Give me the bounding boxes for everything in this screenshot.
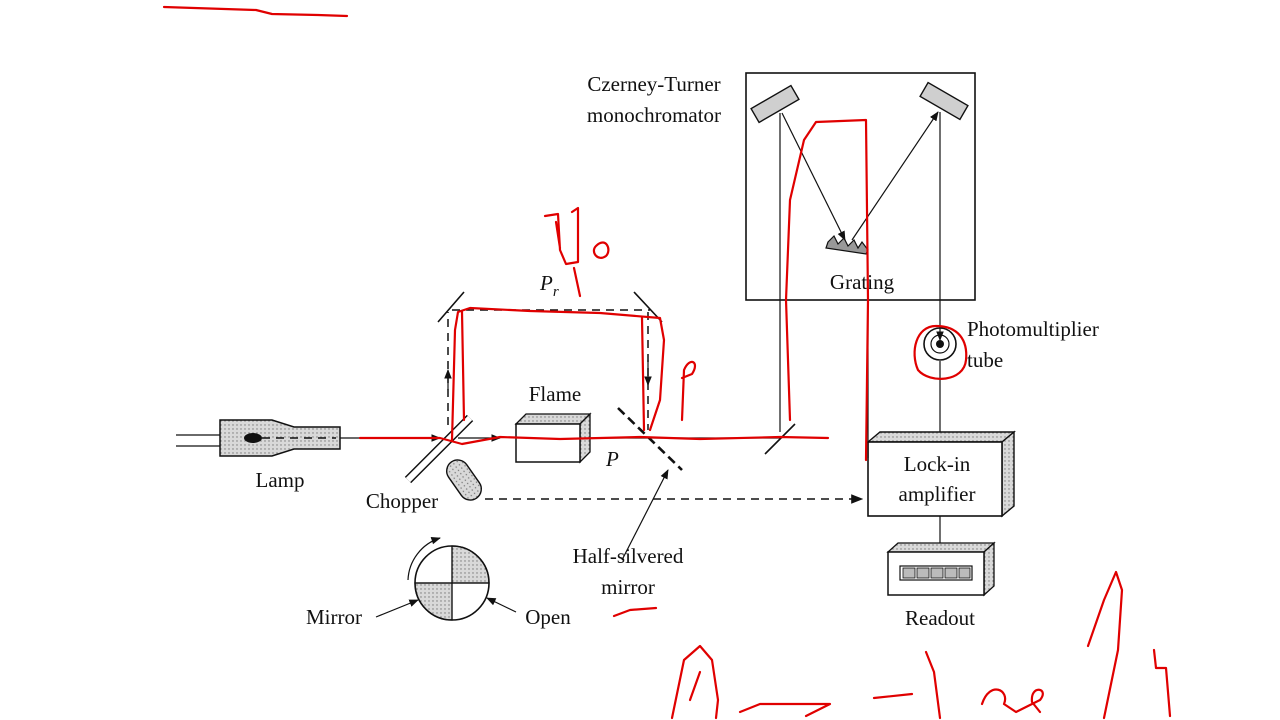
monochromator: Czerney-Turner monochromator Grating: [587, 72, 976, 432]
red-annotations: [162, 5, 1172, 720]
photomultiplier-label-2: tube: [967, 348, 1003, 372]
flame: Flame: [514, 382, 592, 464]
ink-bottom-d: [980, 688, 1044, 714]
ink-reference-loop: [450, 306, 666, 442]
ink-scribble-pr: [543, 206, 582, 298]
lockin-label-2: amplifier: [899, 482, 976, 506]
ink-scribble-p: [680, 360, 697, 422]
chopper: Chopper: [366, 414, 483, 513]
lamp-label: Lamp: [256, 468, 305, 492]
ink-monochromator-loop: [784, 118, 870, 462]
reference-path: Pr P: [437, 271, 663, 471]
mono-mirror-right: [919, 81, 969, 121]
photomultiplier-label-1: Photomultiplier: [967, 317, 1099, 341]
flame-label: Flame: [529, 382, 582, 406]
grating-label: Grating: [830, 270, 895, 294]
mirror-label: Mirror: [306, 605, 362, 629]
ink-bottom-b: [738, 702, 832, 718]
grating-element: [825, 234, 869, 255]
lockin-amplifier: Lock-in amplifier: [866, 430, 1016, 552]
beam-to-grating: [781, 112, 846, 241]
open-label: Open: [525, 605, 571, 629]
monochromator-box: [745, 72, 976, 301]
half-silvered-mirror: Half-silvered mirror: [573, 407, 684, 599]
p-sample-label: P: [605, 447, 619, 471]
ink-reference-sides: [460, 310, 646, 432]
ink-mirror-underline: [612, 606, 658, 618]
ink-bottom-c: [872, 650, 942, 720]
fold-mirror: [764, 423, 796, 455]
beam-to-mirror: [851, 111, 939, 241]
photomultiplier-tube: Photomultiplier tube: [923, 317, 1099, 432]
chopper-disk: Mirror Open: [306, 536, 571, 629]
ink-scribble-o: [592, 241, 610, 259]
ink-top-stroke: [162, 5, 349, 18]
mono-mirror-left: [750, 84, 800, 124]
ink-bottom-a: [670, 644, 720, 720]
half-silvered-label-2: mirror: [601, 575, 655, 599]
monochromator-label-2: monochromator: [587, 103, 721, 127]
readout-label: Readout: [905, 606, 975, 630]
chopper-label: Chopper: [366, 489, 438, 513]
ink-bottom-e: [1086, 570, 1172, 720]
half-silvered-label-1: Half-silvered: [573, 544, 684, 568]
ink-pmt-circle: [913, 324, 968, 380]
ink-main-beam: [358, 435, 830, 446]
p-ref-label: Pr: [539, 271, 559, 300]
readout-device: Readout: [886, 541, 996, 630]
lamp: Lamp: [176, 419, 341, 492]
monochromator-label-1: Czerney-Turner: [587, 72, 720, 96]
lockin-label-1: Lock-in: [904, 452, 971, 476]
